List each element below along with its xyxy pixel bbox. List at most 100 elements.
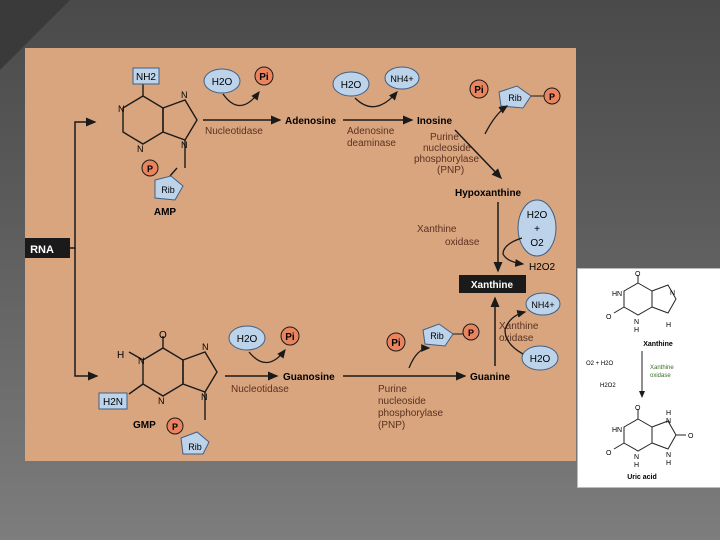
uric-hn: HN [612, 427, 622, 434]
xanthine-hn: HN [612, 291, 622, 298]
pnp-curved-arrow-bottom [408, 344, 431, 369]
nucleotidase-curved-arrow-1 [222, 90, 260, 107]
gmp-phosphate [166, 417, 184, 435]
reactants-label: O2 + H2O [586, 361, 614, 367]
gmp-ribose [180, 431, 210, 455]
xanthine-to-uric-acid-panel: O HN N O N H H Xanthine O2 + H2O Xanthin… [577, 268, 720, 488]
nh4-bubble-2: NH4+ [525, 292, 561, 316]
adenosine-label: Adenosine [285, 116, 337, 127]
xo-bottom-label-1: Xanthine [499, 321, 539, 332]
gmp-label: GMP [133, 420, 156, 431]
gmp-n3: N [158, 396, 165, 406]
uric-o-top: O [635, 405, 641, 412]
purine-degradation-diagram: RNA NH2 N N N N P Rib AMP H2O Pi Nucleot… [13, 48, 576, 461]
pi-phosphate-2: Pi [469, 79, 489, 99]
uric-o-left: O [606, 450, 612, 457]
uric-n-a: N [666, 418, 671, 425]
amp-n1: N [118, 104, 125, 114]
amp-phosphate [141, 159, 159, 177]
nh4-bubble-1: NH4+ [384, 66, 420, 90]
svg-text:Pi: Pi [474, 85, 484, 96]
uric-h-top: H [666, 410, 671, 417]
pnp-bottom-label-4: (PNP) [378, 420, 405, 431]
pnp-top-label-3: phosphorylase [414, 154, 479, 165]
amp-ribose [154, 175, 184, 201]
nucleotidase-label-2: Nucleotidase [231, 384, 289, 395]
xanthine-h-bottom: H [634, 327, 639, 334]
uric-n-c: N [666, 452, 671, 459]
h2o-bubble-3: H2O [228, 325, 266, 351]
gmp-p-label: P [172, 422, 178, 432]
xanthine-box [459, 275, 526, 293]
amp-structure [122, 80, 198, 177]
svg-text:Pi: Pi [391, 338, 401, 349]
uric-acid-label: Uric acid [627, 474, 657, 481]
amp-nh2-box [132, 67, 160, 85]
pnp-curved-arrow-top [484, 105, 509, 135]
svg-text:H2O: H2O [212, 77, 233, 88]
gmp-structure [128, 336, 218, 420]
gmp-rib-label: Rib [188, 442, 202, 452]
side-xo-label-1: Xanthine [650, 365, 674, 371]
diagram-canvas: RNA NH2 N N N N P Rib AMP H2O Pi Nucleot… [13, 66, 561, 455]
pnp-bottom-label-2: nucleoside [378, 396, 426, 407]
xo-curved-arrow-top [502, 237, 525, 267]
gmp-o-label: O [159, 330, 167, 341]
svg-text:P: P [468, 328, 474, 338]
uric-acid-structure [613, 409, 686, 452]
amp-n3: N [137, 144, 144, 154]
side-h2o2-label: H2O2 [600, 383, 616, 389]
xanthine-structure [613, 275, 677, 316]
xanthine-h-right: H [666, 322, 671, 329]
adenosine-deaminase-label-1: Adenosine [347, 126, 395, 137]
svg-text:Rib: Rib [430, 331, 444, 341]
svg-text:Rib: Rib [508, 93, 522, 103]
svg-text:O2: O2 [530, 238, 544, 249]
pnp-top-label-1: Purine [430, 132, 459, 143]
pnp-top-label-2: nucleoside [423, 143, 471, 154]
h2o-bubble-4: H2O [521, 345, 559, 371]
uric-n-b: N [634, 454, 639, 461]
nucleotidase-label-1: Nucleotidase [205, 126, 263, 137]
xo-curved-arrow-bottom [504, 310, 527, 355]
uric-o-right: O [688, 433, 694, 440]
amp-n9: N [181, 140, 188, 150]
xanthine-n-right: N [670, 290, 675, 297]
gmp-h-label: H [117, 350, 124, 361]
svg-text:NH4+: NH4+ [531, 300, 554, 310]
hypoxanthine-label: Hypoxanthine [455, 188, 522, 199]
rna-box [13, 238, 70, 258]
amp-n7: N [181, 90, 188, 100]
xanthine-n-bottom: N [634, 319, 639, 326]
svg-text:H2O: H2O [237, 334, 258, 345]
gmp-n9: N [201, 392, 208, 402]
pi-phosphate-1: Pi [254, 66, 274, 86]
svg-text:P: P [549, 92, 555, 102]
inosine-to-hypoxanthine-arrow [454, 129, 503, 180]
deaminase-curved-arrow [354, 91, 398, 108]
nucleotidase-curved-arrow-2 [248, 348, 286, 364]
h2o-bubble-1: H2O [203, 68, 241, 94]
svg-text:Pi: Pi [259, 72, 269, 83]
pnp-bottom-label-1: Purine [378, 384, 407, 395]
guanine-label: Guanine [470, 372, 510, 383]
xo-top-label-1: Xanthine [417, 224, 457, 235]
amp-p-label: P [147, 164, 153, 174]
xanthine-box-label: Xanthine [471, 280, 514, 291]
guanosine-label: Guanosine [283, 372, 335, 383]
xo-top-label-2: oxidase [445, 237, 480, 248]
rna-to-amp-arrow [70, 117, 97, 249]
svg-text:NH4+: NH4+ [390, 74, 413, 84]
xanthine-o-top: O [635, 271, 641, 278]
gmp-h2n-box [98, 392, 128, 410]
gmp-h2n-label: H2N [103, 397, 123, 408]
side-xo-label-2: oxidase [650, 373, 671, 379]
gmp-n1: N [138, 356, 145, 366]
ribose-1-phosphate-bottom: Rib P [422, 323, 480, 347]
rna-label: RNA [30, 244, 54, 256]
svg-text:H2O: H2O [527, 210, 548, 221]
amp-rib-label: Rib [161, 185, 175, 195]
xo-bottom-label-2: oxidase [499, 333, 534, 344]
svg-text:H2O: H2O [341, 80, 362, 91]
uric-h-c: H [666, 460, 671, 467]
